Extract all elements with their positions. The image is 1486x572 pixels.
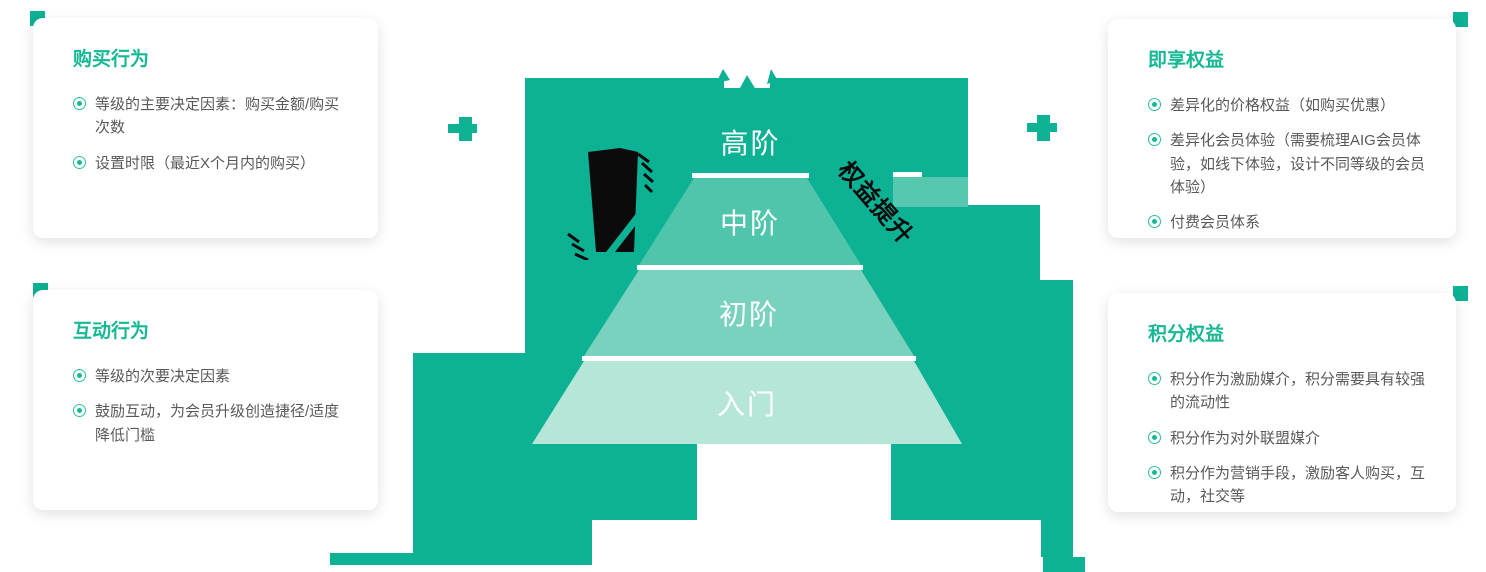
card-title: 积分权益 — [1148, 324, 1225, 345]
list-item: 积分作为激励媒介，积分需要具有较强的流动性 — [1148, 368, 1428, 415]
blob-right-foot — [1043, 557, 1085, 572]
bullet-icon — [1148, 430, 1161, 444]
pyramid-level-1-label: 高阶 — [720, 127, 781, 159]
pyramid-separator-2 — [637, 265, 863, 270]
brush-doodle-icon — [567, 148, 654, 260]
list-item-text: 差异化的价格权益（如购买优惠） — [1170, 97, 1396, 114]
card-list: 差异化的价格权益（如购买优惠） 差异化会员体验（需要梳理AIG会员体验，如线下体… — [1148, 94, 1428, 234]
list-item-text: 鼓励互动，为会员升级创造捷径/适度降低门槛 — [95, 403, 340, 444]
card-title: 互动行为 — [73, 321, 150, 342]
list-item: 积分作为营销手段，激励客人购买，互动，社交等 — [1148, 462, 1428, 509]
list-item: 等级的主要决定因素：购买金额/购买次数 — [73, 93, 350, 140]
pyramid-level-2-label: 中阶 — [719, 207, 780, 239]
card-purchase-behavior: 购买行为 等级的主要决定因素：购买金额/购买次数 设置时限（最近X个月内的购买） — [33, 18, 378, 238]
blob-left-lower-a — [413, 443, 592, 553]
light-accent-patch — [893, 177, 968, 207]
card-list: 积分作为激励媒介，积分需要具有较强的流动性 积分作为对外联盟媒介 积分作为营销手… — [1148, 368, 1428, 508]
bullet-icon — [73, 155, 86, 169]
card-title: 购买行为 — [73, 49, 150, 70]
bullet-icon — [1148, 133, 1161, 147]
list-item: 差异化会员体验（需要梳理AIG会员体验，如线下体验，设计不同等级的会员体验） — [1148, 129, 1428, 199]
list-item: 付费会员体系 — [1148, 211, 1428, 234]
card-points-benefits: 积分权益 积分作为激励媒介，积分需要具有较强的流动性 积分作为对外联盟媒介 积分… — [1108, 293, 1456, 512]
pyramid-level-3-label: 初阶 — [718, 299, 779, 330]
blob-right-lower — [891, 443, 1073, 520]
bullet-icon — [1148, 465, 1161, 479]
card-instant-benefits: 即享权益 差异化的价格权益（如购买优惠） 差异化会员体验（需要梳理AIG会员体验… — [1108, 19, 1456, 238]
list-item-text: 积分作为对外联盟媒介 — [1170, 429, 1321, 447]
left-plus-icon — [459, 117, 472, 141]
blob-left-lower-b — [592, 443, 697, 520]
white-dash — [893, 172, 922, 177]
bullet-icon — [73, 404, 86, 418]
bullet-icon — [1148, 98, 1161, 111]
list-item-text: 等级的次要决定因素 — [95, 368, 231, 385]
card-corner-tab — [1453, 12, 1468, 27]
blob-right-mid — [968, 280, 1073, 443]
card-title: 即享权益 — [1148, 50, 1225, 71]
right-plus-icon — [1037, 115, 1050, 141]
pyramid-level-4-label: 入门 — [716, 388, 777, 420]
list-item-text: 积分作为营销手段，激励客人购买，互动，社交等 — [1170, 464, 1426, 505]
list-item-text: 差异化会员体验（需要梳理AIG会员体验，如线下体验，设计不同等级的会员体验） — [1170, 132, 1426, 196]
blob-right-column — [1041, 520, 1073, 557]
bullet-icon — [73, 97, 86, 110]
blob-top-strip-right — [770, 78, 968, 89]
blob-right-arm — [968, 205, 1040, 280]
top-cursor-arrows-icon — [716, 69, 778, 84]
list-item-text: 积分作为激励媒介，积分需要具有较强的流动性 — [1170, 371, 1426, 412]
pyramid-separator-1 — [692, 173, 809, 178]
list-item-text: 设置时限（最近X个月内的购买） — [95, 154, 316, 172]
blob-left-arm — [413, 353, 525, 443]
pyramid-separator-3 — [582, 356, 916, 361]
blob-bottom-strip — [330, 553, 592, 565]
card-corner-tab — [1453, 286, 1468, 301]
list-item: 积分作为对外联盟媒介 — [1148, 427, 1428, 450]
bullet-icon — [73, 369, 86, 382]
list-item-text: 等级的主要决定因素：购买金额/购买次数 — [95, 96, 340, 137]
pyramid-level-3: 初阶 — [584, 270, 914, 356]
bullet-icon — [1148, 215, 1161, 228]
pyramid-level-4: 入门 — [532, 361, 962, 444]
list-item: 鼓励互动，为会员升级创造捷径/适度降低门槛 — [73, 400, 350, 447]
list-item-text: 付费会员体系 — [1170, 214, 1261, 231]
blob-top-strip-left — [525, 78, 724, 89]
card-list: 等级的次要决定因素 鼓励互动，为会员升级创造捷径/适度降低门槛 — [73, 365, 350, 447]
card-interaction-behavior: 互动行为 等级的次要决定因素 鼓励互动，为会员升级创造捷径/适度降低门槛 — [33, 290, 378, 510]
list-item: 差异化的价格权益（如购买优惠） — [1148, 94, 1428, 117]
bullet-icon — [1148, 372, 1161, 385]
list-item: 设置时限（最近X个月内的购买） — [73, 152, 350, 175]
card-list: 等级的主要决定因素：购买金额/购买次数 设置时限（最近X个月内的购买） — [73, 93, 350, 175]
list-item: 等级的次要决定因素 — [73, 365, 350, 388]
